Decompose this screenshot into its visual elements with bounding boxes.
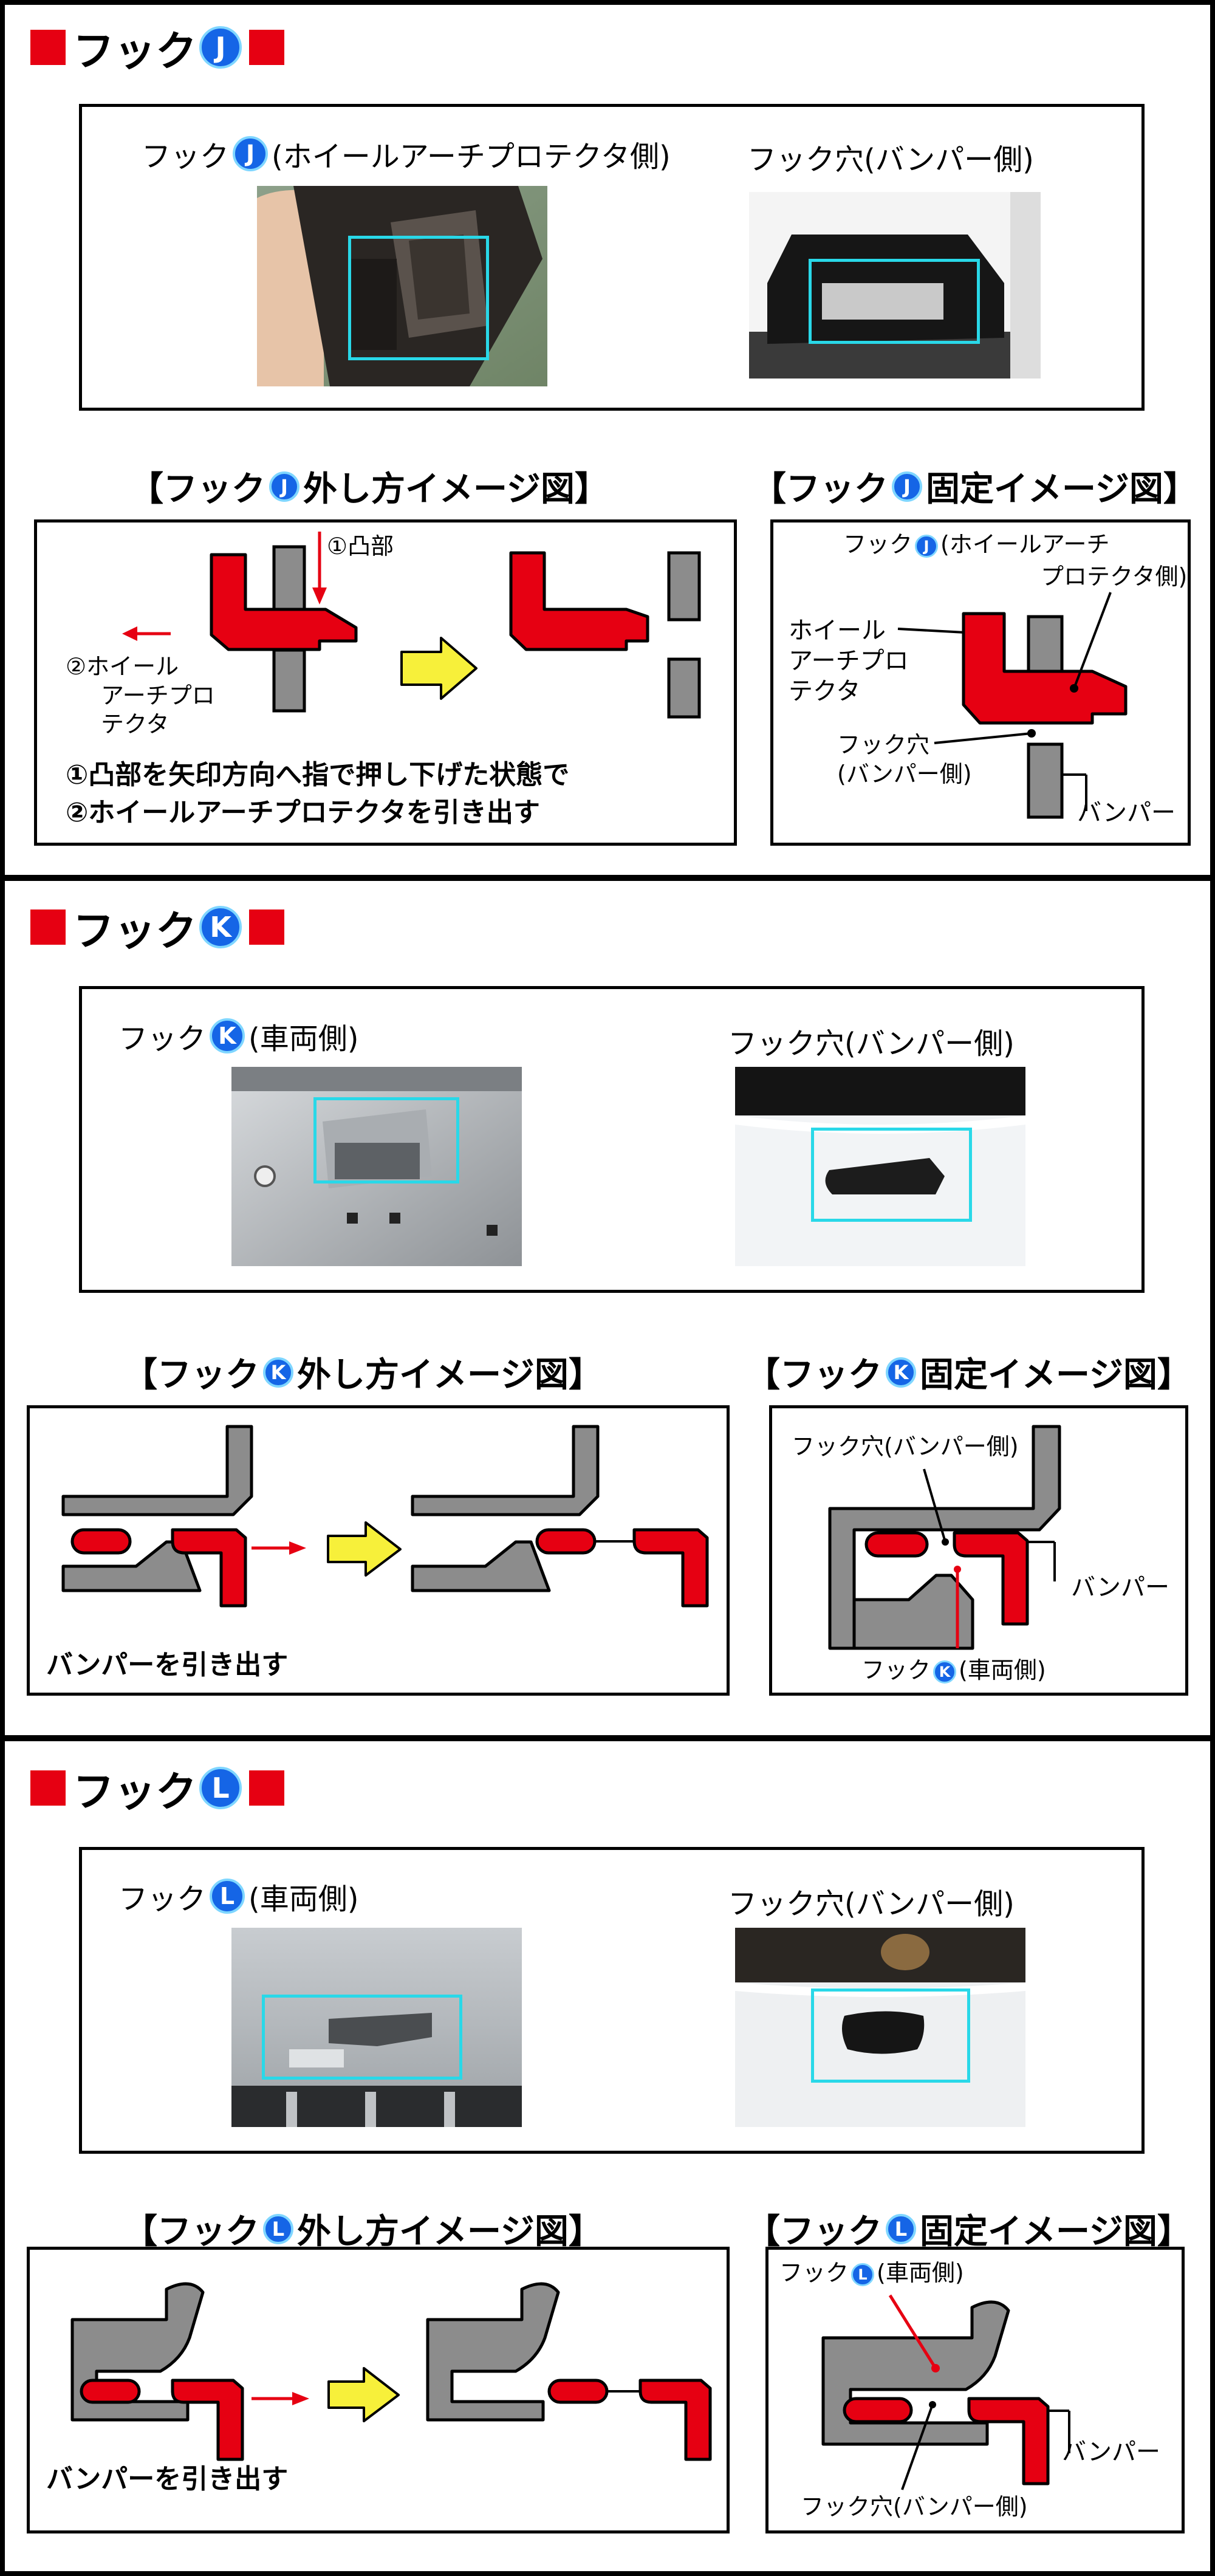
hook-k-badge: K <box>886 1357 916 1388</box>
fixing-diagram-k-art <box>828 1425 1061 1650</box>
photo-label-hook-hole-j: フック穴(バンパー側) <box>747 143 1034 177</box>
highlight-frame <box>313 1097 459 1184</box>
hook-j-badge: J <box>199 26 242 69</box>
figure-title-remove-k: 【フック K 外し方イメージ図】 <box>123 1355 603 1395</box>
instruction-1-j: ①凸部を矢印方向へ指で押し下げた状態で <box>66 759 570 790</box>
section-title-hook-j: フック J <box>23 23 292 76</box>
fixing-diagram-l-art <box>821 2294 1070 2490</box>
instruction-k: バンパーを引き出す <box>46 1649 289 1680</box>
fix-label-protector: ホイール アーチプロ テクタ <box>789 617 909 705</box>
highlight-frame <box>348 236 489 360</box>
red-square-icon <box>249 909 285 945</box>
removal-diagram-j <box>34 519 737 846</box>
fix-label-hook-j-2: プロテクタ側) <box>1041 563 1188 590</box>
highlight-frame <box>811 1989 970 2083</box>
photo-label-hook-hole-k: フック穴(バンパー側) <box>728 1027 1015 1061</box>
label-tab: ①凸部 <box>327 533 394 560</box>
photo-label-hook-k: フック K (車両側) <box>118 1015 358 1057</box>
red-square-icon <box>249 1770 285 1806</box>
section-title-hook-l: フック L <box>23 1764 292 1817</box>
photo-label-hook-hole-l: フック穴(バンパー側) <box>728 1887 1015 1921</box>
fix-label-hole-j: フック穴 (バンパー側) <box>837 731 972 787</box>
section-divider <box>0 1735 1215 1741</box>
photo-label-hook-l: フック L (車両側) <box>118 1875 358 1917</box>
highlight-frame <box>262 1995 462 2080</box>
photo-hook-hole-j <box>749 192 1041 379</box>
figure-title-fix-k: 【フック K 固定イメージ図】 <box>746 1355 1191 1395</box>
photo-hook-j <box>257 186 547 386</box>
hook-k-badge: K <box>933 1660 957 1684</box>
figure-title-fix-j: 【フック J 固定イメージ図】 <box>752 470 1197 509</box>
hook-j-badge: J <box>892 471 922 502</box>
hook-k-badge: K <box>263 1357 293 1388</box>
fix-label-bumper-k: バンパー <box>1071 1574 1169 1601</box>
figure-title-fix-l: 【フック L 固定イメージ図】 <box>746 2212 1191 2252</box>
removal-diagram-k-art <box>61 1425 709 1608</box>
hook-j-badge: J <box>915 534 939 558</box>
hook-l-badge: L <box>886 2213 916 2244</box>
fix-label-bumper-j: バンパー <box>1077 799 1176 827</box>
hook-k-badge: K <box>199 906 242 948</box>
hook-j-badge: J <box>269 471 299 502</box>
figure-title-remove-l: 【フック L 外し方イメージ図】 <box>123 2212 603 2252</box>
fix-label-bumper-l: バンパー <box>1062 2438 1160 2466</box>
highlight-frame <box>811 1128 972 1222</box>
photo-label-hook-j: フック J (ホイールアーチプロテクタ側) <box>142 132 671 175</box>
section-title-hook-k: フック K <box>23 903 292 956</box>
red-square-icon <box>30 1770 66 1806</box>
hook-j-badge: J <box>233 136 269 171</box>
red-square-icon <box>30 30 66 65</box>
fix-label-hole-k: フック穴(バンパー側) <box>792 1433 1019 1460</box>
hook-l-badge: L <box>263 2213 293 2244</box>
red-square-icon <box>30 909 66 945</box>
photo-hook-l <box>231 1928 522 2127</box>
red-square-icon <box>249 30 285 65</box>
hook-k-badge: K <box>210 1018 245 1053</box>
instruction-2-j: ②ホイールアーチプロテクタを引き出す <box>66 797 540 828</box>
figure-title-remove-j: 【フック J 外し方イメージ図】 <box>129 470 609 509</box>
fixing-diagram-j-art <box>897 592 1128 819</box>
photo-hook-hole-l <box>735 1928 1025 2127</box>
photo-hook-hole-k <box>735 1067 1025 1266</box>
hook-l-badge: L <box>851 2263 875 2286</box>
photo-hook-k <box>231 1067 522 1266</box>
removal-diagram-l-art <box>70 2282 712 2461</box>
highlight-frame <box>809 259 980 344</box>
fix-label-hole-l: フック穴(バンパー側) <box>801 2493 1028 2520</box>
hook-l-badge: L <box>199 1767 242 1809</box>
hook-l-badge: L <box>210 1879 245 1914</box>
instruction-l: バンパーを引き出す <box>46 2464 289 2495</box>
removal-diagram-j-art <box>122 532 701 719</box>
section-divider <box>0 875 1215 881</box>
label-pull-protector: ②ホイール アーチプロ テクタ <box>66 653 215 738</box>
